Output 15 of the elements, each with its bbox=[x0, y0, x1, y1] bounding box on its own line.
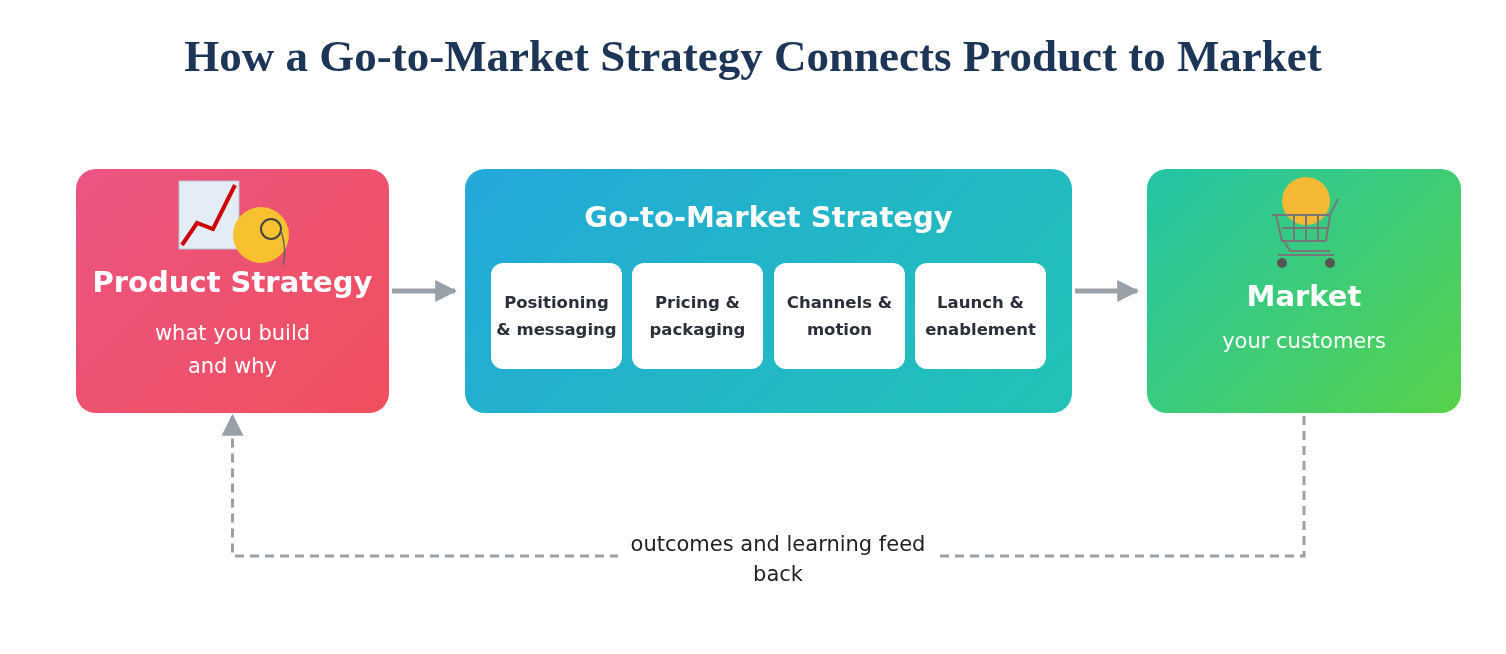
flow-arrow bbox=[1075, 280, 1140, 302]
card-heading: Go-to-Market Strategy bbox=[583, 200, 954, 234]
card-subtitle: what you build and why bbox=[153, 320, 312, 380]
card-subtitle: your customers bbox=[1221, 328, 1387, 355]
step-card: Pricing & packaging bbox=[632, 263, 763, 369]
step-card: Launch & enablement bbox=[915, 263, 1046, 369]
step-card: Positioning & messaging bbox=[491, 263, 622, 369]
market-card bbox=[1147, 169, 1461, 413]
product-strategy-card bbox=[76, 169, 389, 413]
strategy-panel bbox=[465, 169, 1072, 413]
flow-arrow bbox=[392, 280, 458, 302]
card-heading: Product Strategy bbox=[91, 265, 374, 299]
card-heading: Market bbox=[1245, 279, 1363, 313]
diagram-title: How a Go-to-Market Strategy Connects Product to Market bbox=[183, 30, 1323, 82]
step-card: Channels & motion bbox=[774, 263, 905, 369]
